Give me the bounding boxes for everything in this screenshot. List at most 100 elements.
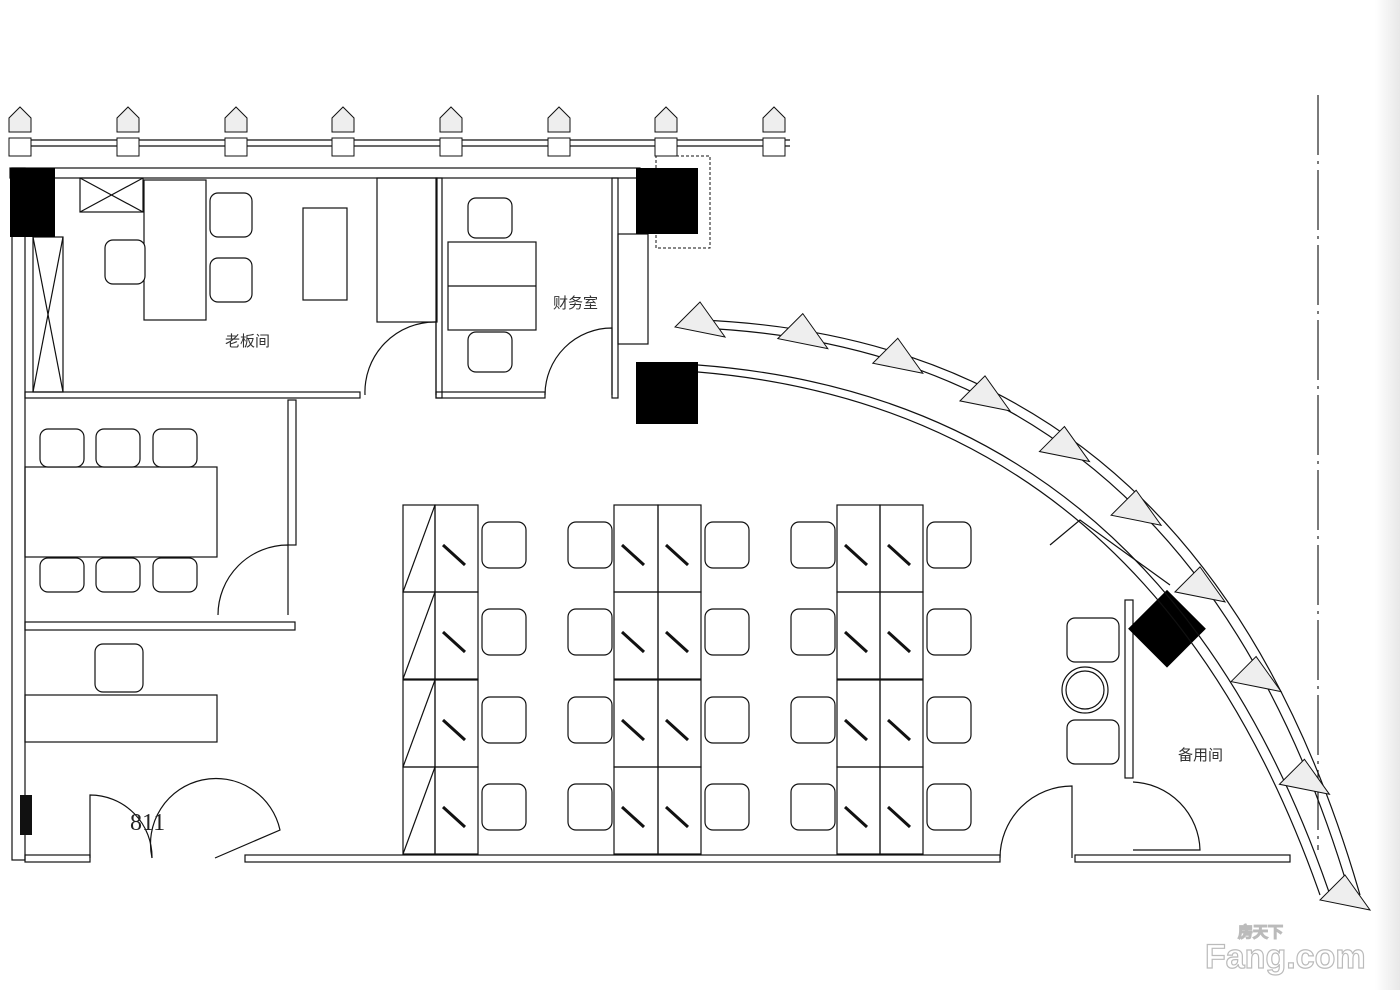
desk-chair-icon: [926, 783, 972, 831]
desk-chair-icon: [704, 783, 750, 831]
chair-icon: [39, 428, 85, 468]
facade-fin: [871, 337, 924, 374]
desk-chair-icon: [926, 521, 972, 569]
desk-chair-icon: [790, 608, 836, 656]
room-label-boss-office: 老板间: [225, 332, 270, 350]
workstation-desk: [879, 504, 924, 593]
doors: [89, 321, 1201, 859]
facade-fin: [776, 312, 829, 350]
workstation-desk: [657, 679, 702, 768]
monitor-icon: [620, 630, 646, 654]
window-post: [762, 106, 786, 133]
cabinet-diagonal: [402, 591, 436, 680]
desk-chair-icon: [481, 521, 527, 569]
workstation-desk: [613, 766, 659, 855]
room-label-finance-room: 财务室: [553, 294, 598, 312]
desk-chair-icon: [567, 696, 613, 744]
monitor-icon: [843, 543, 869, 567]
facade-fin: [1110, 489, 1163, 526]
chair-icon: [94, 643, 144, 693]
monitor-icon: [441, 543, 467, 567]
unit-number: 811: [130, 810, 165, 836]
monitor-icon: [620, 543, 646, 567]
window-post-base: [224, 137, 248, 157]
workstation-desk: [434, 766, 479, 855]
monitor-icon: [886, 543, 912, 567]
chair-icon: [152, 557, 198, 593]
window-post: [331, 106, 355, 133]
workstation-desk: [657, 766, 702, 855]
workstation-desk: [613, 504, 659, 593]
monitor-icon: [620, 805, 646, 829]
facade-fin: [1173, 566, 1227, 603]
desk-chair-icon: [704, 696, 750, 744]
desk-chair-icon: [567, 608, 613, 656]
workstation-desk: [836, 679, 881, 768]
workstation-desk: [657, 504, 702, 593]
monitor-icon: [441, 805, 467, 829]
workstation-desk: [434, 504, 479, 593]
cabinet-diagonal: [402, 679, 436, 768]
desk-chair-icon: [481, 783, 527, 831]
cabinet: [402, 591, 436, 680]
workstation-desk: [879, 591, 924, 680]
window-post: [224, 106, 248, 133]
desk-chair-icon: [926, 696, 972, 744]
workstation-desk: [434, 679, 479, 768]
workstation-desk: [613, 679, 659, 768]
desk-chair-icon: [790, 696, 836, 744]
desk-chair-icon: [790, 783, 836, 831]
facade-fin: [673, 301, 727, 338]
chair-icon: [104, 239, 146, 285]
furniture: [24, 177, 1372, 911]
facade-fin: [958, 375, 1012, 412]
window-post: [439, 106, 463, 133]
walls: [9, 95, 1319, 863]
watermark: 房天下 Fang.com: [1204, 922, 1366, 976]
desk-chair-icon: [481, 608, 527, 656]
chair-icon: [467, 197, 513, 239]
monitor-icon: [441, 630, 467, 654]
window-mullions: [8, 106, 786, 157]
cabinet-diagonal: [402, 504, 436, 593]
window-post-base: [116, 137, 140, 157]
desk-chair-icon: [567, 783, 613, 831]
desk-chair-icon: [567, 521, 613, 569]
window-post-base: [8, 137, 32, 157]
cabinet: [402, 766, 436, 855]
watermark-en: Fang.com: [1205, 938, 1366, 976]
curved-facade: [697, 319, 1361, 896]
workstation-desk: [657, 591, 702, 680]
monitor-icon: [664, 718, 690, 742]
chair-icon: [209, 192, 253, 238]
monitor-icon: [886, 718, 912, 742]
chair-icon: [209, 257, 253, 303]
monitor-icon: [620, 718, 646, 742]
room-label-spare-room: 备用间: [1178, 746, 1223, 764]
chair-icon: [467, 331, 513, 373]
desk-chair-icon: [704, 608, 750, 656]
chair-icon: [152, 428, 198, 468]
window-post-base: [331, 137, 355, 157]
labels: 老板间 财务室 备用间 811: [130, 294, 1223, 836]
chair-icon: [95, 428, 141, 468]
desk-chair-icon: [790, 521, 836, 569]
monitor-icon: [441, 718, 467, 742]
monitor-icon: [664, 543, 690, 567]
window-post: [654, 106, 678, 133]
window-post-base: [439, 137, 463, 157]
monitor-icon: [664, 630, 690, 654]
cabinet-diagonal: [402, 766, 436, 855]
monitor-icon: [843, 630, 869, 654]
chair-icon: [95, 557, 141, 593]
structural-columns: [10, 155, 1206, 668]
window-post-base: [762, 137, 786, 157]
facade-fin: [1318, 874, 1372, 911]
facade-fin: [1230, 655, 1283, 693]
workstation-desk: [836, 591, 881, 680]
lounge-chair-icon: [1066, 719, 1120, 765]
facade-fin: [1038, 425, 1091, 463]
workstation-desk: [434, 591, 479, 680]
